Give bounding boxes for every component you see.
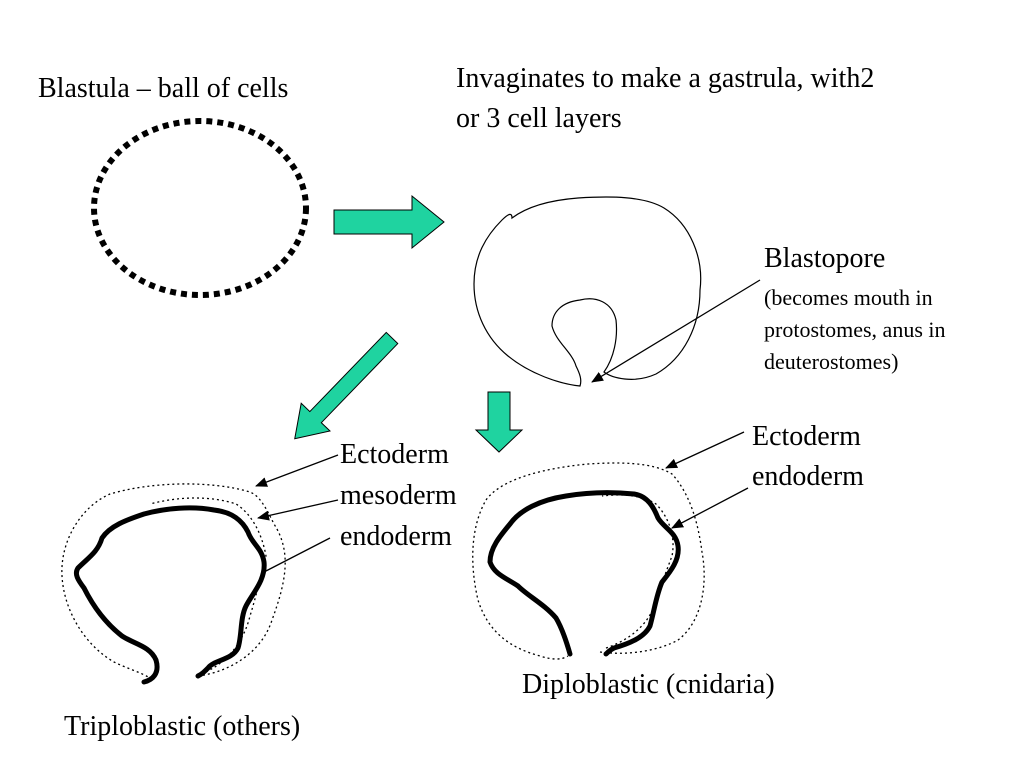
triploblastic-endoderm-outline [73,505,267,685]
invaginates-label-line1: Invaginates to make a gastrula, with2 [456,63,875,94]
diploblastic-endoderm-outline [487,490,681,657]
triploblastic-caption: Triploblastic (others) [64,711,301,742]
tri-mesoderm-pointer-line [257,499,339,521]
blastula-dotted-circle [91,118,309,298]
tri-endoderm-label: endoderm [340,521,452,552]
di-endoderm-pointer-line [671,487,749,529]
triploblastic-mesoderm-outline [149,497,267,673]
diploblastic-ectoderm-outline [472,462,705,660]
down-left-block-arrow [294,331,399,440]
blastopore-note-line3: deuterostomes) [764,349,899,374]
blastopore-note-line2: protostomes, anus in [764,317,946,342]
diploblastic-inner-dotted-outline [601,494,674,649]
triploblastic-ectoderm-outline [61,483,286,679]
blastopore-note-line1: (becomes mouth in [764,285,933,310]
tri-mesoderm-label: mesoderm [340,480,457,511]
diploblastic-caption: Diploblastic (cnidaria) [522,669,775,700]
right-block-arrow [333,194,445,250]
blastopore-label: Blastopore [764,243,886,274]
di-ectoderm-label: Ectoderm [752,421,861,452]
tri-endoderm-pointer-line [263,537,331,573]
tri-ectoderm-pointer-line [255,454,339,487]
di-endoderm-label: endoderm [752,461,864,492]
tri-ectoderm-label: Ectoderm [340,439,449,470]
blastopore-pointer-line [591,279,761,383]
di-ectoderm-pointer-line [665,431,745,469]
invaginates-label-line2: or 3 cell layers [456,103,622,134]
blastula-label: Blastula – ball of cells [38,73,289,104]
down-block-arrow [474,391,524,453]
gastrula-outline [473,196,702,387]
